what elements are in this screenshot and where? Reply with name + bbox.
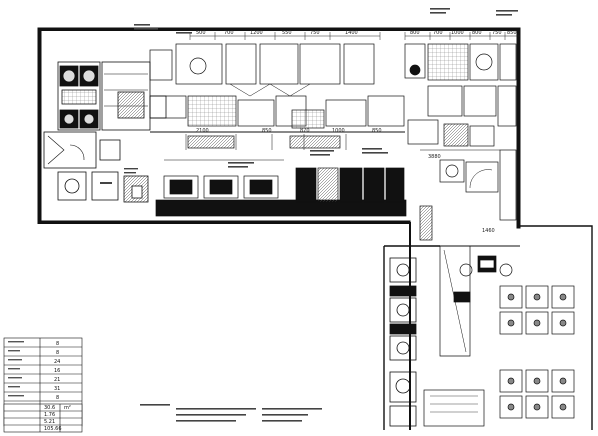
dim-label: 1200 <box>250 30 263 36</box>
dim-label: 1000 <box>332 128 345 134</box>
dim-label: 1400 <box>345 30 358 36</box>
dim-label: 3880 <box>428 154 441 160</box>
dim-label: 700 <box>433 30 443 36</box>
dim-label: 700 <box>224 30 234 36</box>
outer-walls <box>37 27 593 430</box>
dim-label: 550 <box>282 30 292 36</box>
counter-row <box>155 159 407 217</box>
mid-dimension-labels: 2100 850 870 1000 850 <box>196 128 382 134</box>
area-unit: m² <box>64 405 71 411</box>
dim-label: 800 <box>472 30 482 36</box>
top-dimension-labels: 500 700 1200 550 750 1400 800 700 1000 8… <box>196 30 517 36</box>
dim-label: 750 <box>492 30 502 36</box>
seat-value: 8 <box>56 341 59 347</box>
left-utility-area <box>43 61 167 203</box>
dim-label: 850 <box>262 128 272 134</box>
seat-count-values: 8 8 24 16 21 31 8 72 <box>54 341 60 410</box>
booth-seating-column <box>389 257 417 427</box>
seat-value: 16 <box>54 368 60 374</box>
dim-label: 750 <box>310 30 320 36</box>
dim-label: 1460 <box>482 228 495 234</box>
area-value: 30.6 <box>44 405 55 411</box>
note-marks <box>140 404 322 422</box>
top-dimension-line <box>189 32 520 40</box>
dim-label: 1000 <box>451 30 464 36</box>
area-table <box>3 403 83 433</box>
floor-area-total: 105.66 <box>44 426 62 432</box>
dim-label: 870 <box>300 128 310 134</box>
area-values: 30.6 1.76 5.21 m² 105.66 <box>44 405 71 432</box>
lower-right-room <box>423 389 485 427</box>
area-value: 5.21 <box>44 419 55 425</box>
dim-label: 2100 <box>196 128 209 134</box>
seat-value: 24 <box>54 359 60 365</box>
dim-label: 500 <box>196 30 206 36</box>
seat-value: 21 <box>54 377 60 383</box>
dim-label: 800 <box>410 30 420 36</box>
area-value: 1.76 <box>44 412 55 418</box>
seat-value: 8 <box>56 350 59 356</box>
seat-value: 8 <box>56 395 59 401</box>
kitchen-equipment-right <box>404 43 517 221</box>
kitchen-equipment-upper <box>149 43 405 150</box>
corridor <box>419 205 513 357</box>
annotation-marks <box>124 8 518 174</box>
dim-label: 850 <box>507 30 517 36</box>
seat-value: 31 <box>54 386 60 392</box>
dining-tables <box>499 285 575 419</box>
dim-label: 850 <box>372 128 382 134</box>
